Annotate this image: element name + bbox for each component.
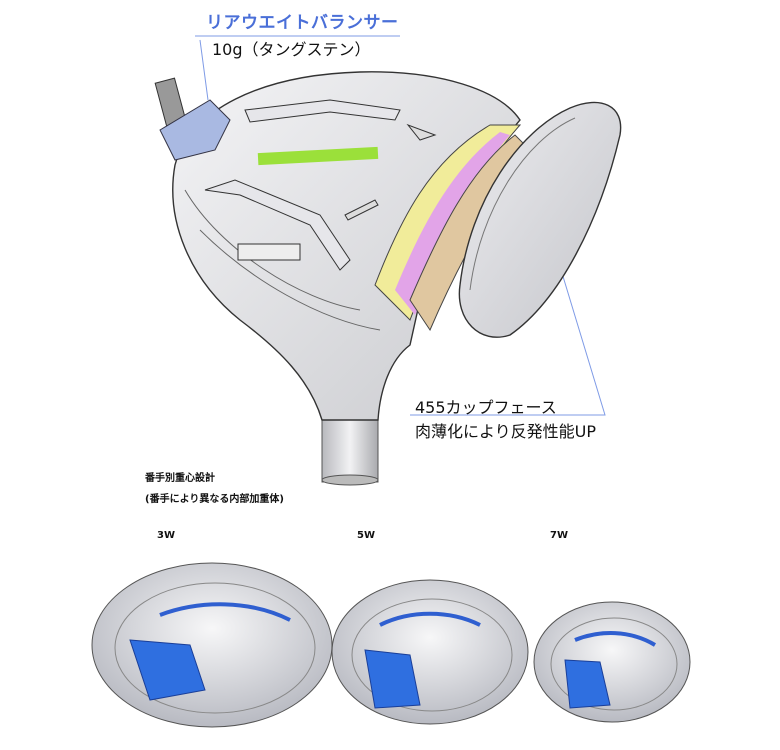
cog-section-title: 番手別重心設計 <box>145 473 215 484</box>
club-label-7w: 7W <box>550 530 568 541</box>
rear-weight-detail: 10g（タングステン） <box>212 40 371 59</box>
cog-section-subtitle: (番手により異なる内部加重体) <box>145 494 284 505</box>
cup-face-title: 455カップフェース <box>415 398 557 417</box>
cup-face <box>458 101 622 338</box>
rear-weight-leader <box>195 35 400 101</box>
club-label-3w: 3W <box>157 530 175 541</box>
logo-mark <box>257 146 379 166</box>
face-leader <box>410 249 606 416</box>
sole-3w <box>91 562 333 728</box>
sole-7w <box>533 601 691 723</box>
sole-5w <box>331 579 529 725</box>
club-label-5w: 5W <box>357 530 375 541</box>
cup-face-detail: 肉薄化により反発性能UP <box>415 422 597 441</box>
rear-weight-balancer <box>154 77 231 161</box>
rear-weight-title: リアウエイトバランサー <box>206 13 399 33</box>
